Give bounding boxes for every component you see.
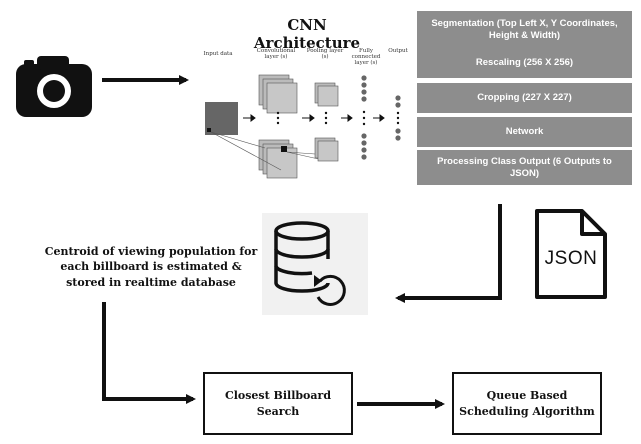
cnn-conv-stack-bottom [258,139,298,179]
centroid-description: Centroid of viewing population for each … [44,245,258,289]
pipeline-to-database-arrow [395,204,502,303]
cnn-pool-stack-bottom [314,137,339,162]
camera-icon [16,56,92,117]
queue-scheduling-box: Queue Based Scheduling Algorithm [452,372,602,435]
cnn-label-pool: Pooling layer (s) [306,48,344,61]
json-file-icon [535,209,607,299]
cnn-conv-stack-top [258,74,298,114]
cnn-output-column [395,95,401,141]
pipeline-step-network: Network [417,117,632,147]
cnn-label-input: Input data [203,51,233,57]
cnn-diagram [205,74,401,179]
cnn-title: CNN Architecture [253,16,361,52]
pipeline-step-processing-output: Processing Class Output (6 Outputs to JS… [417,150,632,185]
centroid-to-search-arrow [102,302,196,404]
closest-billboard-search-box: Closest Billboard Search [203,372,353,435]
pipeline-step-cropping: Cropping (227 X 227) [417,83,632,113]
cnn-fc-column [361,75,367,160]
cnn-label-conv: Convolutional layer (s) [256,48,296,61]
cnn-pool-stack-top [314,82,339,107]
database-sync-icon [262,213,368,315]
pipeline-step-segmentation: Segmentation (Top Left X, Y Coordinates,… [417,11,632,49]
cnn-label-output: Output [388,48,408,54]
pipeline-step-rescaling: Rescaling (256 X 256) [417,48,632,78]
json-icon-label: JSON [544,248,598,269]
cnn-label-fc: Fully connected layer (s) [351,48,381,67]
